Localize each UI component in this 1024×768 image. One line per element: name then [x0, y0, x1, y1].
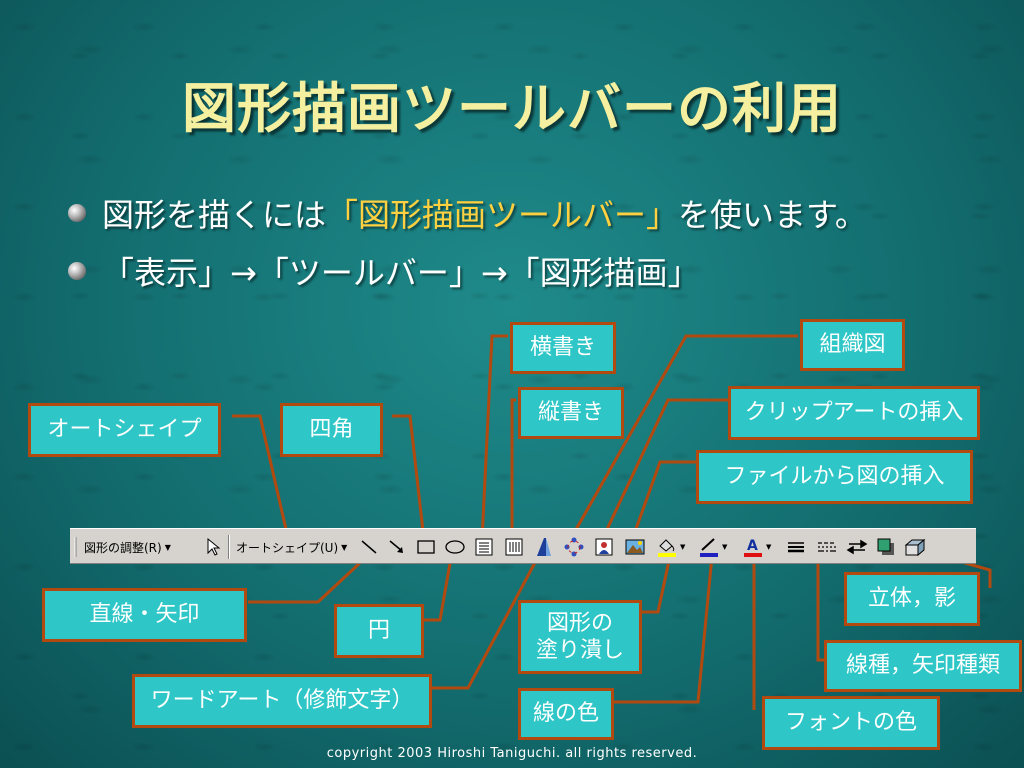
3d-button[interactable] [904, 529, 926, 565]
toolbar-grip[interactable] [74, 529, 78, 565]
chevron-down-icon: ▼ [341, 542, 348, 552]
callout-clipart: クリップアートの挿入 [728, 386, 980, 440]
arrow-icon [389, 540, 403, 553]
clipart-button[interactable] [594, 529, 614, 565]
autoshape-menu-button[interactable]: オートシェイプ(U) ▼ [236, 529, 347, 565]
callout-wordart: ワードアート（修飾文字） [132, 674, 432, 728]
font-color-icon: A [744, 538, 762, 557]
line-color-button[interactable]: ▼ [698, 529, 727, 565]
diagram-icon [564, 537, 584, 557]
picture-button[interactable] [624, 529, 646, 565]
bullet-1: 図形を描くには「図形描画ツールバー」を使います。 [68, 190, 867, 236]
callout-line-color: 線の色 [518, 688, 614, 740]
oval-button[interactable] [444, 529, 466, 565]
chevron-down-icon: ▼ [766, 543, 772, 551]
clipart-icon [595, 538, 613, 556]
shadow-button[interactable] [876, 529, 896, 565]
vertical-textbox-button[interactable] [504, 529, 524, 565]
callout-fill: 図形の 塗り潰し [518, 600, 642, 674]
bullet-1-pre: 図形を描くには [102, 196, 327, 234]
callout-picture: ファイルから図の挿入 [696, 450, 973, 504]
dash-style-icon [818, 542, 836, 552]
leader-horizontal-text [480, 334, 508, 541]
svg-text:A: A [747, 538, 758, 554]
callout-rectangle: 四角 [280, 403, 383, 457]
draw-menu-label: 図形の調整(R) [84, 540, 162, 555]
arrow-style-icon [846, 539, 868, 555]
rectangle-button[interactable] [416, 529, 436, 565]
callout-shadow-3d: 立体，影 [844, 572, 980, 626]
shadow-icon [877, 538, 894, 555]
font-color-button[interactable]: A ▼ [742, 529, 771, 565]
bullet-icon [68, 204, 86, 222]
diagram-button[interactable] [564, 529, 584, 565]
callout-org-chart: 組織図 [800, 319, 905, 371]
wordart-icon [537, 538, 551, 556]
bullet-1-highlight: 「図形描画ツールバー」 [326, 196, 679, 234]
autoshape-menu-label: オートシェイプ(U) [236, 540, 339, 555]
wordart-button[interactable] [534, 529, 554, 565]
toolbar-separator [228, 535, 230, 559]
leader-rectangle [392, 414, 426, 541]
line-style-icon [788, 542, 804, 553]
line-color-icon [700, 538, 718, 557]
chevron-down-icon: ▼ [722, 543, 728, 551]
select-arrow-button[interactable] [204, 529, 222, 565]
callout-line-type: 線種，矢印種類 [824, 640, 1022, 692]
callout-font-color: フォントの色 [762, 696, 940, 750]
leader-vertical-text [510, 398, 516, 540]
rectangle-icon [417, 540, 435, 554]
line-style-button[interactable] [786, 529, 806, 565]
dash-style-button[interactable] [816, 529, 838, 565]
copyright-footer: copyright 2003 Hiroshi Taniguchi. all ri… [326, 746, 698, 761]
chevron-down-icon: ▼ [680, 543, 686, 551]
callout-horizontal-text: 横書き [510, 322, 616, 374]
drawing-toolbar: 図形の調整(R) ▼ オートシェイプ(U) ▼ ▼ ▼ [70, 528, 976, 564]
fill-color-button[interactable]: ▼ [656, 529, 685, 565]
slide-title: 図形描画ツールバーの利用 [182, 77, 842, 140]
callout-autoshape: オートシェイプ [28, 403, 221, 457]
3d-icon [904, 538, 926, 557]
arrow-style-button[interactable] [846, 529, 868, 565]
bullet-2: 「表示」→「ツールバー」→「図形描画」 [68, 248, 700, 294]
oval-icon [445, 540, 465, 554]
callout-oval: 円 [334, 604, 424, 658]
bullet-icon [68, 262, 86, 280]
picture-icon [625, 539, 645, 555]
bullet-1-post: を使います。 [678, 196, 867, 234]
vertical-textbox-icon [505, 538, 523, 556]
callout-line-arrow: 直線・矢印 [42, 588, 247, 642]
callout-vertical-text: 縦書き [518, 387, 624, 439]
arrow-button[interactable] [388, 529, 406, 565]
line-icon [361, 540, 377, 554]
horizontal-textbox-icon [475, 538, 493, 556]
draw-menu-button[interactable]: 図形の調整(R) ▼ [84, 529, 171, 565]
select-arrow-icon [207, 537, 221, 556]
bullet-2-text: 「表示」→「ツールバー」→「図形描画」 [102, 254, 700, 292]
line-button[interactable] [360, 529, 378, 565]
horizontal-textbox-button[interactable] [474, 529, 494, 565]
chevron-down-icon: ▼ [164, 542, 171, 552]
fill-color-icon [658, 539, 676, 557]
